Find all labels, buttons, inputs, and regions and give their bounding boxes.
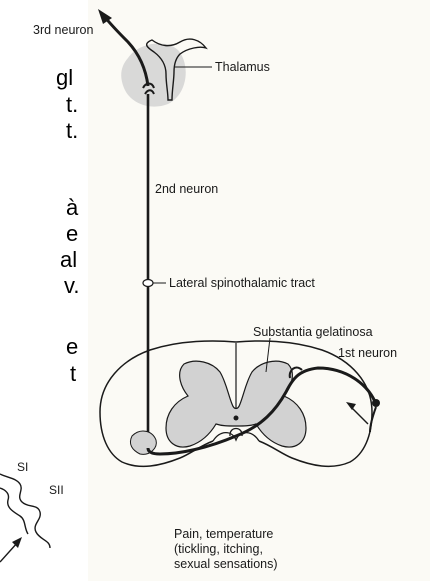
lateral-tract-area [130,431,156,454]
peripheral-fibre [370,407,376,432]
si-label: SI [17,461,28,475]
figure-caption: Pain, temperature (tickling, itching, se… [174,527,354,572]
stimulus-arrowhead [346,402,356,410]
lateral-tract-label: Lateral spinothalamic tract [169,276,315,290]
caption-line: sexual sensations) [174,557,354,572]
caption-line: Pain, temperature [174,527,354,542]
thalamus-label: Thalamus [215,60,270,74]
first-neuron-label: 1st neuron [338,346,397,360]
substantia-label: Substantia gelatinosa [253,325,373,339]
sii-label: SII [49,484,64,498]
first-neuron-cell-body [372,399,380,407]
thalamus-shading [121,43,185,106]
central-canal [234,416,239,421]
cortex-outline [0,474,50,548]
third-neuron-label: 3rd neuron [33,23,93,37]
caption-line: (tickling, itching, [174,542,354,557]
second-neuron-label: 2nd neuron [155,182,218,196]
tract-marker [143,280,153,287]
